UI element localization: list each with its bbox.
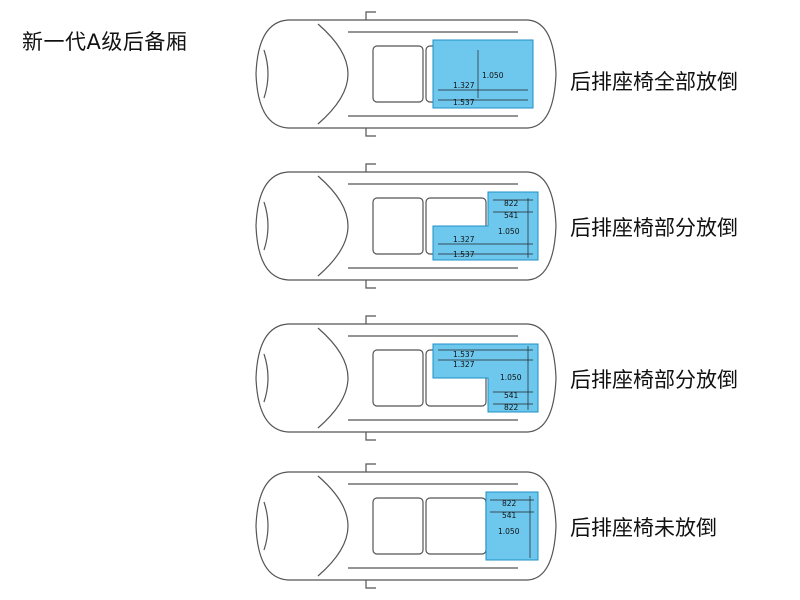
cargo-area — [485, 491, 539, 561]
car-outline — [255, 463, 557, 589]
cargo-area — [432, 343, 539, 413]
dimension-label: 1.050 — [482, 71, 504, 80]
car-diagram-1: 1.050 1.327 1.537 — [248, 10, 568, 138]
dimension-label: 1.537 — [453, 350, 475, 359]
car-outline — [255, 163, 557, 289]
dimension-label: 1.327 — [453, 81, 475, 90]
cargo-area — [432, 191, 539, 261]
dimension-label: 541 — [504, 391, 519, 400]
dimension-label: 822 — [504, 199, 519, 208]
cargo-area — [432, 39, 534, 109]
dimension-label: 1.537 — [453, 98, 475, 107]
config-label-2: 后排座椅部分放倒 — [570, 216, 738, 240]
dimension-lines — [438, 346, 533, 410]
dimension-label: 541 — [502, 511, 517, 520]
dimension-label: 1.050 — [498, 227, 520, 236]
car-diagram-3: 1.537 1.327 1.050 541 822 — [248, 314, 568, 442]
dimension-label: 541 — [504, 211, 519, 220]
dimension-lines — [438, 198, 533, 258]
dimension-label: 1.327 — [453, 360, 475, 369]
dimension-label: 822 — [502, 499, 517, 508]
dimension-label: 1.537 — [453, 250, 475, 259]
config-label-1: 后排座椅全部放倒 — [570, 70, 738, 94]
dimension-label: 1.050 — [500, 373, 522, 382]
car-outline — [255, 315, 557, 441]
car-diagram-2: 822 541 1.050 1.327 1.537 — [248, 162, 568, 290]
config-label-4: 后排座椅未放倒 — [570, 516, 717, 540]
dimension-lines — [438, 50, 528, 101]
car-diagram-4: 822 541 1.050 — [248, 462, 568, 590]
dimension-label: 822 — [504, 403, 519, 412]
dimension-label: 1.327 — [453, 235, 475, 244]
car-outline — [255, 11, 557, 137]
config-label-3: 后排座椅部分放倒 — [570, 368, 738, 392]
dimension-label: 1.050 — [498, 527, 520, 536]
page-title: 新一代A级后备厢 — [22, 30, 188, 54]
dimension-lines — [490, 496, 534, 558]
